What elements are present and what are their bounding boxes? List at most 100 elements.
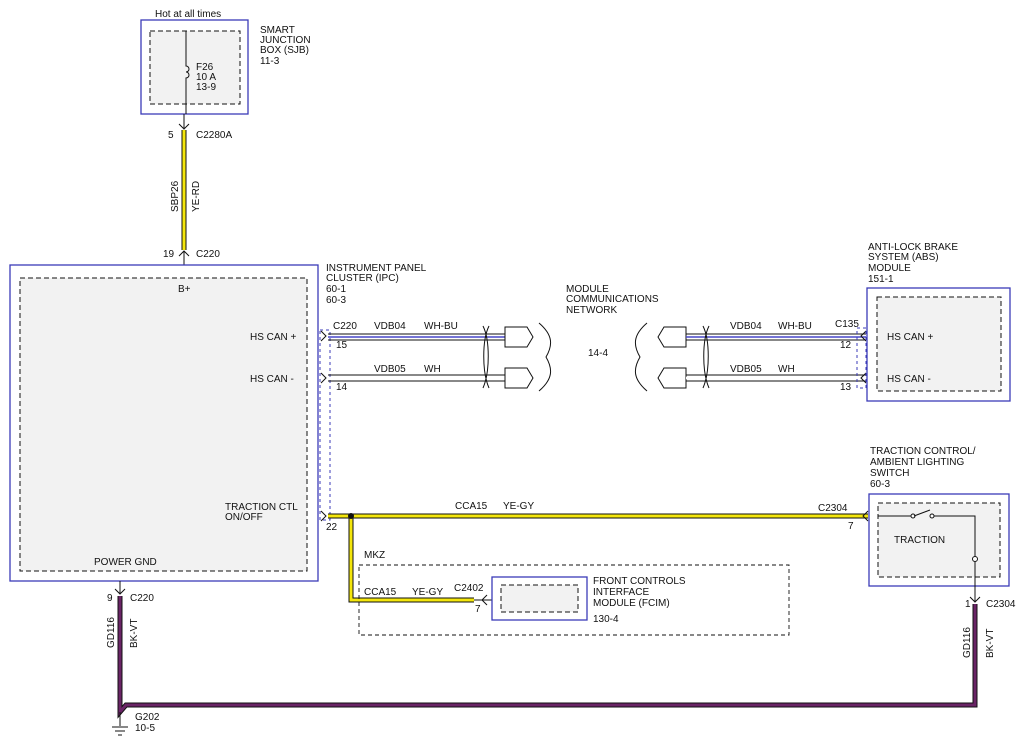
sjb-title-4: 11-3 [260,56,280,67]
sjb-title-3: BOX (SJB) [260,45,309,56]
traction-control-switch: TRACTION CONTROL/ AMBIENT LIGHTING SWITC… [868,446,1016,610]
ipc-traction-pin: 22 [326,522,338,533]
fcim-title-3: MODULE (FCIM) [593,598,670,609]
abs-hs-can-plus: HS CAN + [887,332,934,343]
ground-point-ref: 10-5 [135,723,155,734]
tcs-pin: 7 [848,521,854,532]
sbp26-color-label: YE-RD [191,181,202,212]
mkz-label: MKZ [364,550,385,561]
fuse-name: F26 [196,62,214,73]
ipc-power-pin: 19 [163,249,175,260]
abs-title-3: MODULE [868,263,911,274]
ipc-can-connector: C220 [333,321,357,332]
abs-can-circuit-plus: VDB04 [730,321,762,332]
ipc-gnd-pin: 9 [107,593,113,604]
mcn-title-3: NETWORK [566,305,617,316]
abs-can-circuit-minus: VDB05 [730,364,762,375]
ground-wires: GD116 BK-VT GD116 BK-VT [106,581,996,719]
mcn-connector-minus-left [504,367,534,389]
gnd-right-color: BK-VT [985,629,996,658]
smart-junction-box: Hot at all times F26 10 A 13-9 SMART JUN… [140,9,311,141]
fcim-inner [500,584,579,613]
tcs-switch-label: TRACTION [894,535,945,546]
mkz-dashed-outline [358,564,790,636]
sjb-inner [149,30,241,105]
ipc-can-color-plus: WH-BU [424,321,458,332]
abs-title-1: ANTI-LOCK BRAKE [868,242,958,253]
abs-title-2: SYSTEM (ABS) [868,252,939,263]
fcim-connector: C2402 [454,583,484,594]
abs-can-pin-plus: 12 [840,340,852,351]
tcs-connector: C2304 [818,503,848,514]
ipc-traction-label-2: ON/OFF [225,512,263,523]
ipc-can-pin-minus: 14 [336,382,348,393]
ipc-gnd-connector: C220 [130,593,154,604]
mcn-title-2: COMMUNICATIONS [566,294,659,305]
gnd-left-circuit: GD116 [106,617,117,648]
tcs-gnd-pin: 1 [965,599,971,610]
ipc-traction-label-1: TRACTION CTL [225,502,298,513]
switch-contact [913,509,931,517]
mcn-connector-plus-right [657,326,687,348]
abs-can-pin-minus: 13 [840,382,852,393]
cca15-circuit-label: CCA15 [455,501,488,512]
ipc-hs-can-plus: HS CAN + [250,332,297,343]
abs-can-color-minus: WH [778,364,795,375]
abs-can-wires: VDB04 WH-BU VDB05 WH C135 12 13 [634,319,867,393]
ipc-title-3: 60-1 [326,284,346,295]
fcim-title-1: FRONT CONTROLS [593,576,686,587]
sjb-title-2: JUNCTION [260,35,311,46]
instrument-panel-cluster: 19 C220 B+ HS CAN + HS CAN - TRACTION CT… [9,249,427,604]
cca15-color-label: YE-GY [503,501,534,512]
ipc-can-circuit-minus: VDB05 [374,364,406,375]
fcim-title-4: 130-4 [593,614,619,625]
tcs-inner [877,502,1001,578]
ipc-can-wires: C220 15 14 VDB04 WH-BU VDB05 WH [320,321,552,393]
hot-at-all-times-label: Hot at all times [155,9,221,20]
wire-cca15: 22 CCA15 YE-GY C2304 7 [320,501,869,603]
abs-inner [876,296,1002,392]
module-communications-network: MODULE COMMUNICATIONS NETWORK 14-4 [566,284,659,359]
fuse-f26-symbol [185,31,190,114]
sjb-pin: 5 [168,130,174,141]
ipc-can-color-minus: WH [424,364,441,375]
ipc-power-gnd: POWER GND [94,557,157,568]
abs-hs-can-minus: HS CAN - [887,374,931,385]
mkz-option-group: MKZ CCA15 YE-GY C2402 7 FRONT CONTROLS I… [358,550,790,636]
mkz-circuit-label: CCA15 [364,587,397,598]
fuse-ref: 13-9 [196,82,216,93]
fuse-rating: 10 A [196,72,216,83]
mcn-ref: 14-4 [588,348,608,359]
ipc-power-connector: C220 [196,249,220,260]
ground-point-label: G202 [135,712,160,723]
ipc-inner [19,277,308,572]
gnd-left-color: BK-VT [129,619,140,648]
mcn-connector-minus-right [657,367,687,389]
splice-point [348,513,354,519]
ipc-hs-can-minus: HS CAN - [250,374,294,385]
mkz-color-label: YE-GY [412,587,443,598]
ipc-title-2: CLUSTER (IPC) [326,273,399,284]
mcn-title-1: MODULE [566,284,609,295]
ground-point-g202: G202 10-5 [112,712,160,736]
abs-can-connector: C135 [835,319,859,330]
ipc-title-1: INSTRUMENT PANEL [326,263,427,274]
abs-can-color-plus: WH-BU [778,321,812,332]
tcs-title-4: 60-3 [870,479,890,490]
ipc-can-circuit-plus: VDB04 [374,321,406,332]
ipc-title-4: 60-3 [326,295,346,306]
fcim-pin: 7 [475,604,481,615]
tcs-title-1: TRACTION CONTROL/ [870,446,976,457]
gnd-right-circuit: GD116 [962,627,973,658]
tcs-gnd-connector: C2304 [986,599,1016,610]
tcs-title-3: SWITCH [870,468,909,479]
sjb-connector: C2280A [196,130,232,141]
abs-title-4: 151-1 [868,274,894,285]
abs-module: ANTI-LOCK BRAKE SYSTEM (ABS) MODULE 151-… [856,242,1011,402]
sjb-title-1: SMART [260,25,295,36]
wire-sbp26: SBP26 YE-RD [170,130,202,265]
sbp26-circuit-label: SBP26 [170,180,181,212]
mcn-connector-plus-left [504,326,534,348]
ipc-bplus-label: B+ [178,284,191,295]
